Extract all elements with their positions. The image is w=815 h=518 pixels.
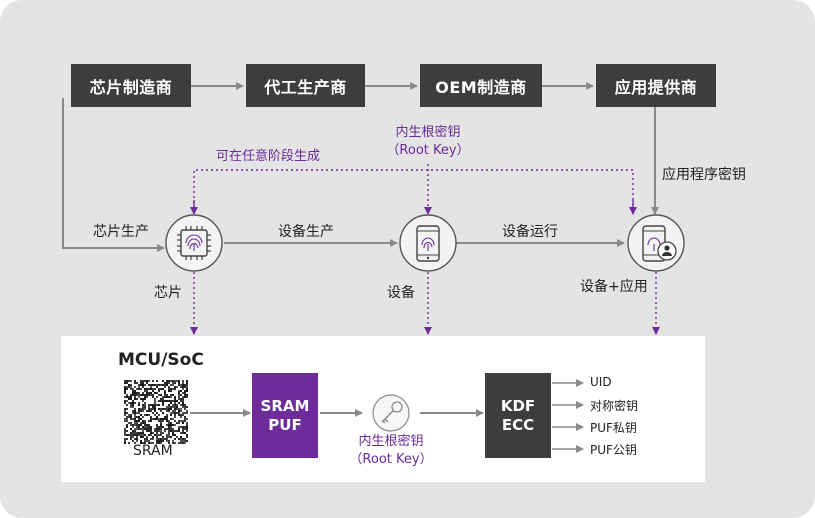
chip-fingerprint-icon — [165, 214, 223, 272]
device-app-label: 设备+应用 — [580, 279, 648, 295]
generate-any-stage-label: 可在任意阶段生成 — [216, 149, 321, 164]
app-key-label: 应用程序密钥 — [662, 167, 746, 183]
chip-maker-label: 芯片制造商 — [89, 77, 173, 97]
mcu-soc-title: MCU/SoC — [118, 350, 204, 370]
device-label: 设备 — [387, 285, 415, 301]
foundry-box: 代工生产商 — [246, 64, 365, 107]
root-key-label: 内生根密钥（Root Key） — [386, 125, 470, 158]
output-uid: UID — [590, 375, 612, 389]
output-puf-public-key: PUF公钥 — [590, 443, 637, 457]
lower-root-key-label: 内生根密钥（Root Key） — [349, 434, 433, 467]
arrow-chip-maker-to-chip — [62, 98, 165, 252]
chip-maker-box: 芯片制造商 — [71, 64, 191, 107]
app-provider-label: 应用提供商 — [614, 77, 698, 97]
dotted-generation-line — [193, 169, 634, 213]
chip-production-label: 芯片生产 — [93, 224, 149, 240]
puf-line1: SRAM — [260, 396, 310, 415]
kdf-line1: KDF — [500, 396, 536, 415]
foundry-label: 代工生产商 — [264, 77, 347, 97]
oem-maker-box: OEM制造商 — [420, 64, 542, 107]
phone-fingerprint-icon — [399, 214, 457, 272]
oem-maker-label: OEM制造商 — [435, 77, 527, 97]
kdf-line2: ECC — [501, 415, 535, 434]
chip-label: 芯片 — [154, 285, 182, 301]
qr-noise-icon — [124, 380, 188, 444]
output-puf-private-key: PUF私钥 — [590, 421, 637, 435]
puf-line2: PUF — [268, 415, 302, 434]
sram-label: SRAM — [133, 443, 173, 459]
phone-user-icon — [627, 214, 685, 272]
device-production-label: 设备生产 — [278, 224, 334, 240]
device-running-label: 设备运行 — [502, 224, 558, 240]
sram-puf-box: SRAM PUF — [252, 373, 318, 458]
app-provider-box: 应用提供商 — [596, 64, 716, 107]
key-icon — [372, 394, 410, 432]
output-symmetric-key: 对称密钥 — [590, 399, 639, 413]
kdf-ecc-box: KDF ECC — [485, 373, 551, 458]
